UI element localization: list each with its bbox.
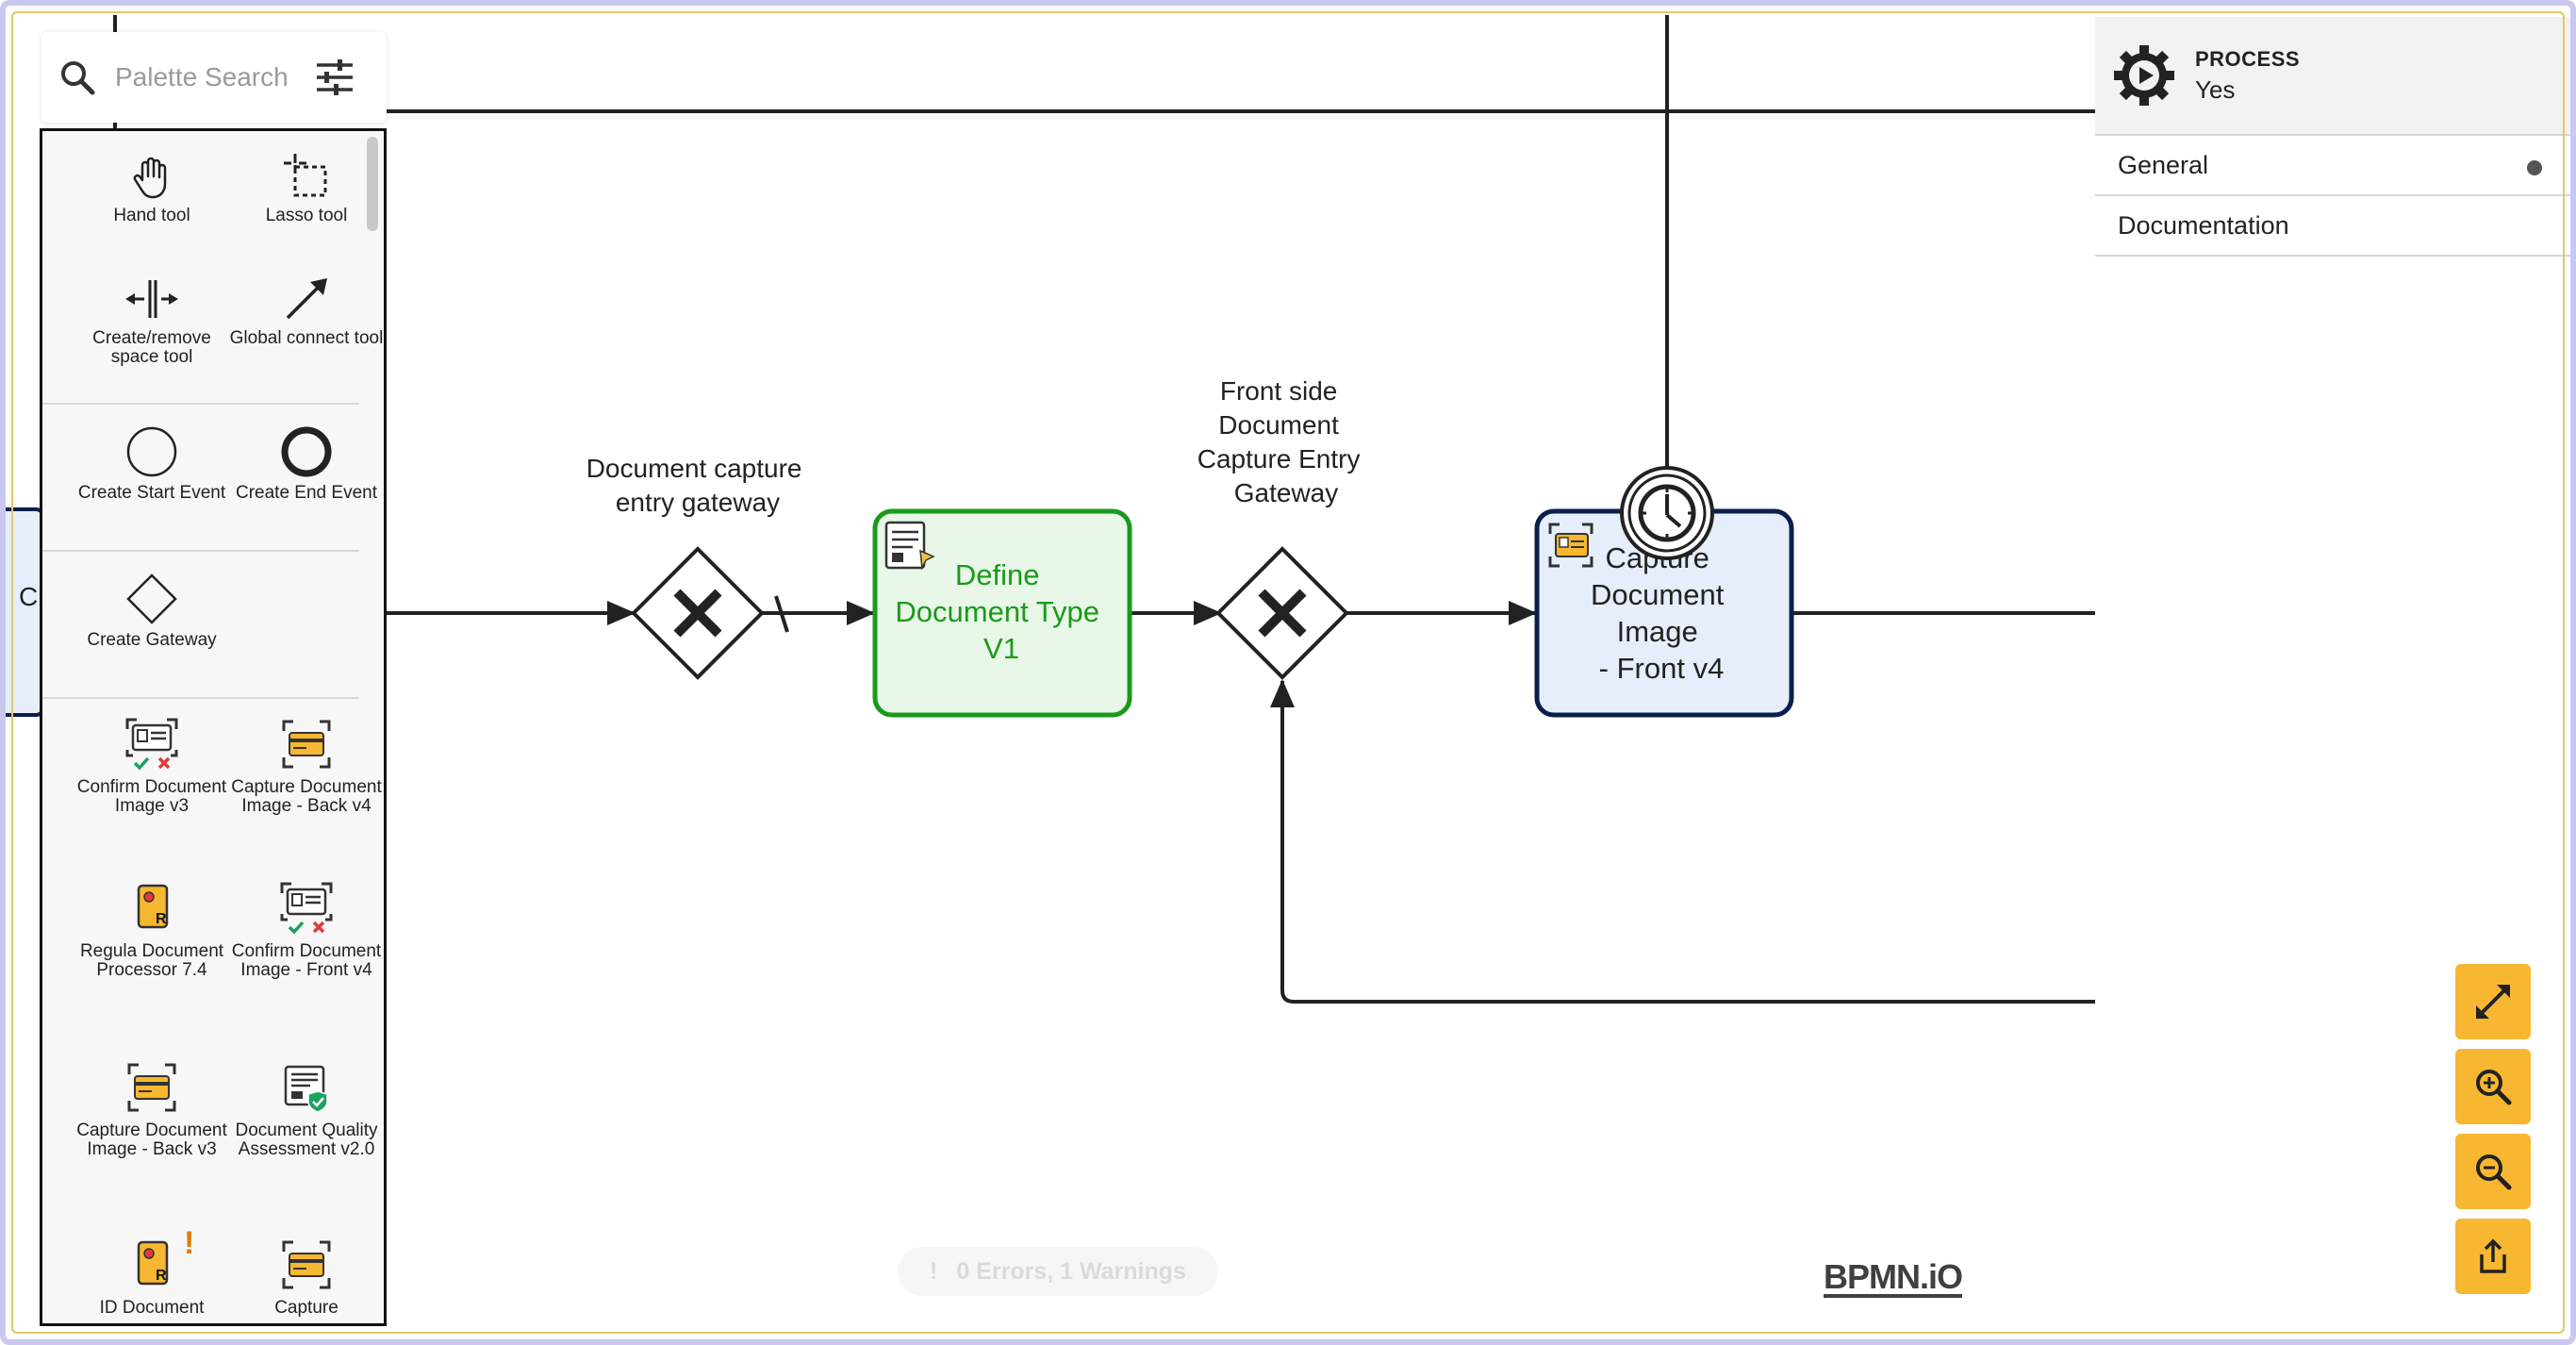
capture-document-icon [282,720,331,769]
properties-panel: PROCESS Yes General Documentation [2095,17,2570,1328]
palette-lasso-tool[interactable]: Lasso tool [229,152,384,225]
group-general[interactable]: General [2095,136,2570,196]
palette-label: Confirm Document Image - Front v4 [231,941,382,980]
palette: Hand tool Lasso tool Create/remove space [40,128,387,1326]
palette-label: Capture Document Image - Back v3 [76,1121,227,1159]
regula-document-icon: R [137,884,169,929]
gateway-document-capture[interactable] [631,546,765,680]
element-type: PROCESS [2195,46,2301,71]
fullscreen-button[interactable] [2455,964,2531,1039]
palette-label: Create/remove space tool [92,328,211,367]
palette-create-gateway[interactable]: Create Gateway [74,573,229,650]
bpmn-canvas[interactable]: C Document capture entry gateway [6,6,2576,1345]
palette-capture-document-back-v4[interactable]: Capture Document Image - Back v4 [229,716,384,816]
palette-label: Hand tool [113,206,190,225]
palette-label: Capture [274,1298,339,1318]
palette-global-connect-tool[interactable]: Global connect tool [229,274,384,348]
start-event-icon [126,426,177,477]
palette-create-start-event[interactable]: Create Start Event [74,425,229,503]
zoom-in-button[interactable] [2455,1049,2531,1124]
properties-header: PROCESS Yes [2095,17,2570,136]
palette-separator [42,697,359,699]
data-indicator-dot [2527,160,2542,175]
search-icon [61,61,95,95]
palette-confirm-document-front-v4[interactable]: Confirm Document Image - Front v4 [229,880,384,980]
task-define-document-type[interactable]: Define Document Type V1 [872,508,1132,718]
palette-hand-tool[interactable]: Hand tool [74,152,229,225]
partial-task[interactable] [6,507,45,717]
lasso-tool-icon [284,154,327,197]
filter-settings-icon[interactable] [313,56,356,99]
group-label: Documentation [2118,210,2289,240]
id-document-icon: R [137,1240,169,1286]
palette-id-document[interactable]: R ID Document [74,1237,229,1318]
palette-create-end-event[interactable]: Create End Event [229,425,384,503]
palette-label: Create Start Event [77,483,226,503]
capture-document-icon [1548,523,1593,568]
gateway-front-side-label: Front side Document Capture Entry Gatewa… [1197,376,1368,507]
palette-label: Global connect tool [229,328,384,348]
palette-label: Lasso tool [265,206,348,225]
zoom-out-icon [2476,1154,2512,1190]
document-quality-icon [284,1065,328,1113]
gateway-front-side-capture[interactable] [1215,546,1349,680]
zoom-in-icon [2476,1070,2512,1105]
palette-confirm-document-image-v3[interactable]: Confirm Document Image v3 [74,716,229,816]
palette-label: Document Quality Assessment v2.0 [235,1121,378,1159]
gateway-document-capture-label: Document capture entry gateway [586,454,810,517]
palette-capture-document-back-v3[interactable]: Capture Document Image - Back v3 [74,1059,229,1159]
palette-label: Create Gateway [87,630,217,650]
confirm-document-icon [125,718,178,771]
palette-separator [42,550,359,552]
document-type-icon [884,521,935,571]
palette-search-bar [41,32,387,123]
capture-document-icon [127,1063,176,1112]
global-connect-icon [286,278,327,320]
capture-document-icon [282,1240,331,1289]
space-tool-icon [125,280,178,318]
palette-document-quality-assessment[interactable]: Document Quality Assessment v2.0 [229,1059,384,1159]
warning-icon: ! [930,1257,938,1285]
palette-label: ID Document [99,1298,205,1318]
palette-scrollbar[interactable] [367,137,378,231]
group-documentation[interactable]: Documentation [2095,196,2570,257]
palette-capture-document[interactable]: Capture [229,1237,384,1318]
share-icon [2480,1238,2506,1273]
warning-icon: ! [184,1225,195,1261]
partial-task-letter: C [19,582,38,611]
lint-text: 0 Errors, 1 Warnings [956,1257,1186,1285]
process-gear-icon [2114,45,2174,106]
clock-icon [1638,484,1696,542]
svg-text:R: R [156,1268,167,1284]
palette-label: Confirm Document Image v3 [76,777,227,816]
palette-label: Create End Event [236,483,377,503]
loop-back-flow[interactable] [1270,679,2095,1004]
timer-boundary-event[interactable] [1620,466,1714,560]
group-label: General [2118,150,2209,179]
palette-label: Capture Document Image - Back v4 [231,777,382,816]
svg-text:R: R [156,911,167,927]
expand-icon [2476,985,2510,1019]
hand-tool-icon [133,157,167,199]
palette-label: Regula Document Processor 7.4 [79,941,224,980]
default-flow-marker [774,595,789,633]
zoom-out-button[interactable] [2455,1134,2531,1209]
gateway-icon [126,573,177,624]
palette-search-input[interactable] [113,61,296,93]
lint-status[interactable]: ! 0 Errors, 1 Warnings [898,1247,1218,1296]
confirm-document-icon [280,882,333,935]
bpmn-io-logo[interactable]: BPMN.iO [1824,1257,1963,1298]
palette-separator [42,403,359,405]
palette-space-tool[interactable]: Create/remove space tool [74,274,229,367]
palette-regula-document-processor[interactable]: R Regula Document Processor 7.4 [74,880,229,980]
element-name: Yes [2195,75,2236,104]
task-define-label: Define Document Type V1 [895,558,1107,665]
export-button[interactable] [2455,1219,2531,1294]
end-event-icon [281,426,332,477]
